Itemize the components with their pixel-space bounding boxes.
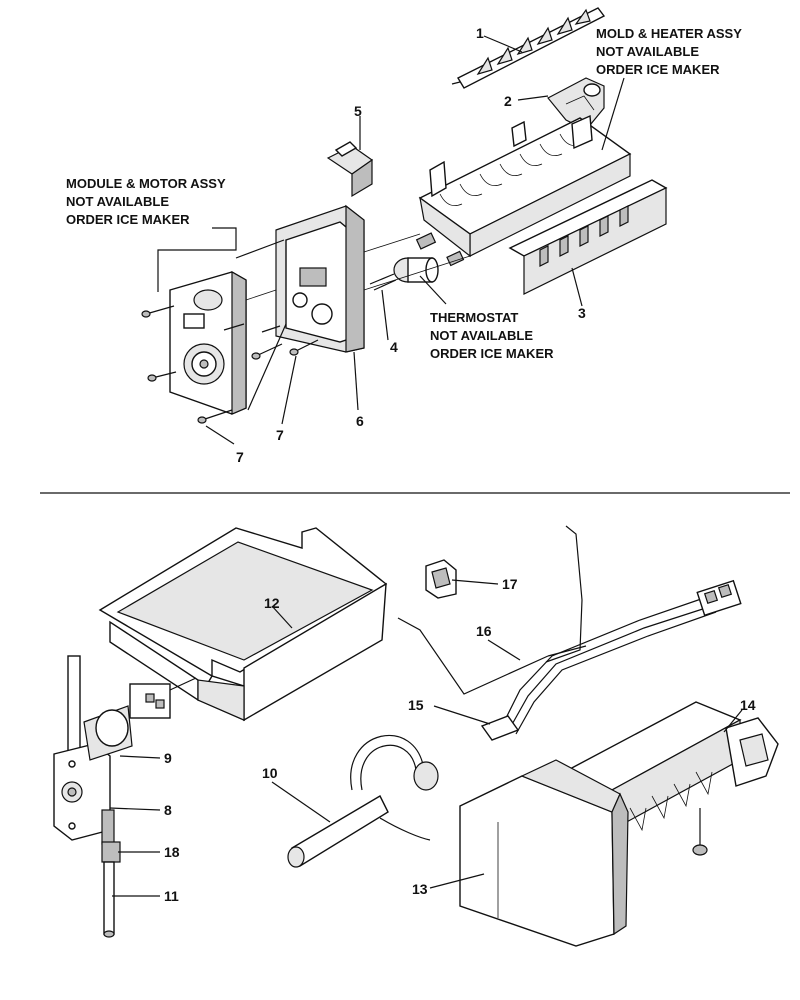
part-number-1: 1 <box>476 25 484 41</box>
part-14-ice-maker[interactable] <box>566 701 779 856</box>
part-number-7b: 7 <box>236 449 244 465</box>
module-motor-assembly[interactable] <box>169 270 247 415</box>
module-motor-callout-line-1: MODULE & MOTOR ASSY <box>66 176 226 191</box>
module-motor-callout-line-3: ORDER ICE MAKER <box>66 212 190 227</box>
part-number-10: 10 <box>262 765 278 781</box>
thermostat[interactable] <box>369 232 465 291</box>
assembly-lines-top <box>245 233 471 301</box>
thermostat-callout-line-3: ORDER ICE MAKER <box>430 346 554 361</box>
water-valve-assembly[interactable] <box>53 655 197 938</box>
mold-heater-callout-line-1: MOLD & HEATER ASSY <box>596 26 742 41</box>
top-leader-lines <box>157 35 625 445</box>
part-number-2: 2 <box>504 93 512 109</box>
part-number-12: 12 <box>264 595 280 611</box>
wire-harness[interactable] <box>480 579 742 741</box>
thermostat-callout-line-1: THERMOSTAT <box>430 310 518 325</box>
part-3-shield[interactable] <box>508 179 668 295</box>
module-motor-callout-line-2: NOT AVAILABLE <box>66 194 169 209</box>
part-number-18: 18 <box>164 844 180 860</box>
part-number-7a: 7 <box>276 427 284 443</box>
part-5-bracket[interactable] <box>326 141 374 198</box>
thermostat-callout-line-2: NOT AVAILABLE <box>430 328 533 343</box>
part-number-16: 16 <box>476 623 492 639</box>
part-number-13: 13 <box>412 881 428 897</box>
mold-heater-callout-line-3: ORDER ICE MAKER <box>596 62 720 77</box>
part-13-cover[interactable] <box>459 759 629 947</box>
part-number-6: 6 <box>356 413 364 429</box>
part-16-feeler-arm[interactable] <box>397 525 587 695</box>
part-17-clip[interactable] <box>425 559 457 599</box>
part-12-ice-bin[interactable] <box>98 527 388 722</box>
part-number-15: 15 <box>408 697 424 713</box>
mold-heater-callout-line-2: NOT AVAILABLE <box>596 44 699 59</box>
part-10-fill-tube[interactable] <box>287 734 439 868</box>
part-number-17: 17 <box>502 576 518 592</box>
part-1-ejector[interactable] <box>451 7 606 89</box>
mold-heater-assembly[interactable] <box>418 114 632 258</box>
part-number-3: 3 <box>578 305 586 321</box>
bottom-leader-lines <box>109 579 743 897</box>
part-number-8: 8 <box>164 802 172 818</box>
part-number-11: 11 <box>164 888 179 904</box>
part-number-9: 9 <box>164 750 172 766</box>
screws <box>141 305 319 424</box>
part-number-14: 14 <box>740 697 756 713</box>
part-number-5: 5 <box>354 103 362 119</box>
part-6-housing[interactable] <box>235 204 365 411</box>
part-number-4: 4 <box>390 339 398 355</box>
